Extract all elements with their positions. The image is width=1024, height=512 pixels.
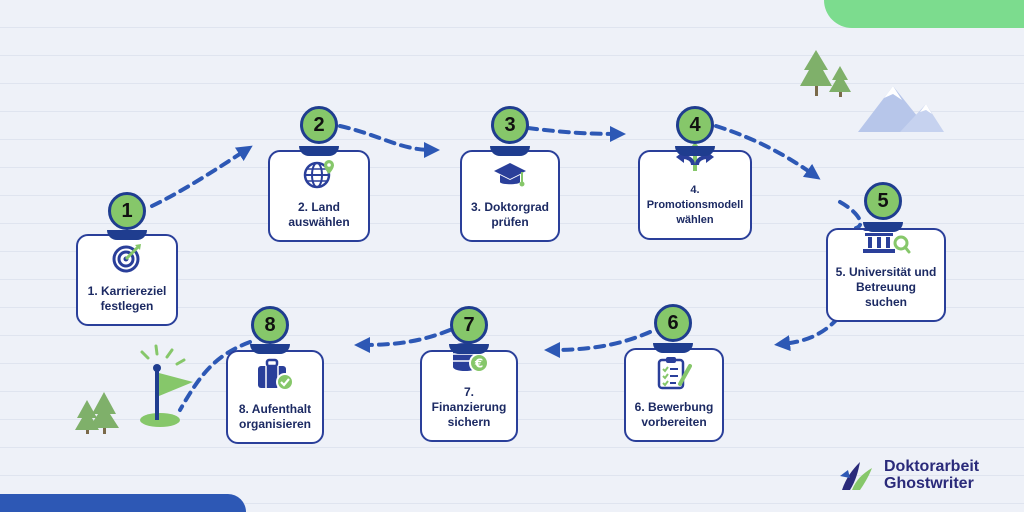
mountain-icon	[858, 86, 944, 132]
step-label: 4. Promotionsmodell wählen	[646, 184, 744, 226]
step-card: 4. Promotionsmodell wählen	[638, 142, 752, 240]
suitcase-check-icon	[256, 358, 294, 392]
step-number-badge: 4	[676, 106, 714, 144]
badge-connector	[299, 146, 339, 156]
globe-pin-icon	[302, 158, 336, 190]
step-label: 2. Land auswählen	[288, 200, 350, 229]
path-segment-7-8	[354, 328, 452, 353]
step-number-badge: 3	[491, 106, 529, 144]
step-card: 1. Karriereziel festlegen	[76, 234, 178, 326]
step-card: 6. Bewerbung vorbereiten	[624, 348, 724, 442]
step-number-badge: 8	[251, 306, 289, 344]
tree-icon	[800, 50, 851, 97]
step-number-badge: 7	[450, 306, 488, 344]
step-number-badge: 5	[864, 182, 902, 220]
target-icon	[111, 242, 143, 274]
step-card: € 7. Finanzierung sichern	[420, 343, 518, 442]
badge-connector	[250, 344, 290, 354]
corner-decoration-blue	[0, 494, 246, 512]
step-card: 3. Doktorgrad prüfen	[460, 150, 560, 242]
step-card: 2. Land auswählen	[268, 150, 370, 242]
path-segment-1-2	[150, 145, 253, 208]
logo-text: Doktorarbeit Ghostwriter	[884, 458, 979, 492]
step-label: 1. Karriereziel festlegen	[87, 284, 167, 313]
clipboard-checklist-icon	[656, 356, 692, 390]
badge-connector	[107, 230, 147, 240]
logo-line-1: Doktorarbeit	[884, 458, 980, 475]
step-label: 3. Doktorgrad prüfen	[470, 200, 549, 229]
step-label: 8. Aufenthalt organisieren	[238, 402, 312, 431]
logo-line-2: Ghostwriter	[884, 475, 974, 492]
path-segment-6-7	[544, 330, 652, 358]
step-label: 6. Bewerbung vorbereiten	[634, 400, 714, 429]
logo-mark-icon	[840, 462, 872, 490]
brand-logo: Doktorarbeit Ghostwriter	[838, 458, 979, 492]
step-number-badge: 1	[108, 192, 146, 230]
step-label: 5. Universität und Betreuung suchen	[835, 265, 937, 309]
goal-flag-icon	[140, 344, 193, 427]
path-segment-8-flag	[178, 340, 252, 412]
path-segment-5-6	[838, 200, 863, 230]
path-segment-5-6-lower	[774, 316, 840, 352]
step-label: 7. Finanzierung sichern	[431, 385, 507, 429]
step-card: 8. Aufenthalt organisieren	[226, 350, 324, 444]
badge-connector	[449, 344, 489, 354]
tree-icon	[75, 392, 119, 434]
path-segment-4-5	[714, 124, 821, 180]
step-number-badge: 2	[300, 106, 338, 144]
badge-connector	[675, 146, 715, 156]
badge-connector	[653, 343, 693, 353]
step-card: 5. Universität und Betreuung suchen	[826, 223, 946, 322]
svg-text:€: €	[474, 357, 483, 371]
path-segment-3-4	[526, 125, 626, 142]
path-segment-2-3	[338, 124, 440, 158]
graduation-cap-icon	[492, 160, 528, 190]
badge-connector	[490, 146, 530, 156]
corner-decoration-green	[824, 0, 1024, 28]
step-number-badge: 6	[654, 304, 692, 342]
badge-connector	[863, 222, 903, 232]
